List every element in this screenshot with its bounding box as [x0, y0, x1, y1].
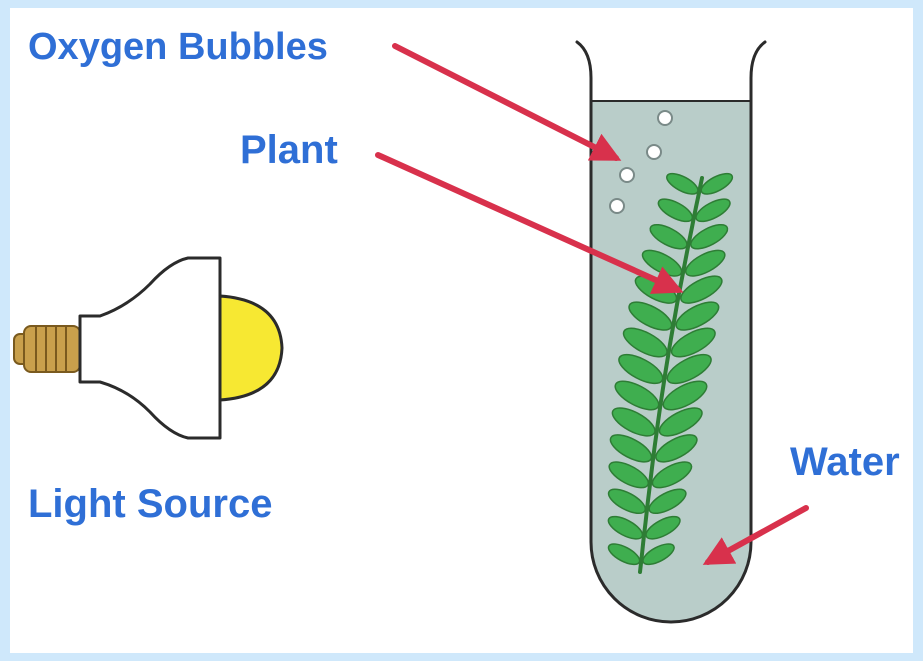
bubble-icon	[609, 198, 625, 214]
leaf	[684, 249, 726, 277]
leaf	[670, 327, 716, 358]
bulb-glow	[218, 294, 284, 402]
bubble-icon	[646, 144, 662, 160]
arrow-water	[702, 505, 809, 565]
plant-stem	[638, 176, 704, 574]
leaf	[648, 488, 687, 515]
leaf	[645, 515, 681, 540]
bulb-glass	[78, 256, 222, 440]
leaf	[658, 407, 703, 437]
arrow-oxygen-bubbles	[392, 43, 622, 161]
bubble-group	[609, 110, 673, 214]
leaf	[651, 461, 693, 489]
leaf	[690, 223, 729, 250]
tube-outline	[575, 40, 767, 624]
bubble-icon	[657, 110, 673, 126]
leaf	[675, 301, 720, 331]
label-oxygen-bubbles: Oxygen Bubbles	[28, 26, 328, 68]
leaf	[700, 172, 734, 195]
label-water: Water	[790, 440, 900, 484]
leaf	[666, 353, 712, 385]
label-light-source: Light Source	[28, 482, 273, 526]
leaf	[642, 543, 675, 566]
bulb-screw-base	[13, 325, 81, 373]
leaf	[655, 434, 698, 463]
leaf	[614, 380, 660, 411]
leaf	[609, 434, 653, 463]
leaf	[608, 461, 650, 489]
pointer-arrows	[375, 43, 809, 565]
leaf	[611, 407, 656, 437]
arrow-plant	[375, 152, 684, 294]
light-bulb-icon	[13, 256, 284, 440]
aquatic-plant-icon	[607, 172, 734, 574]
bubble-icon	[619, 167, 635, 183]
leaf	[680, 275, 723, 304]
leaf	[662, 380, 708, 411]
label-plant: Plant	[240, 128, 338, 172]
leaf	[695, 198, 731, 223]
